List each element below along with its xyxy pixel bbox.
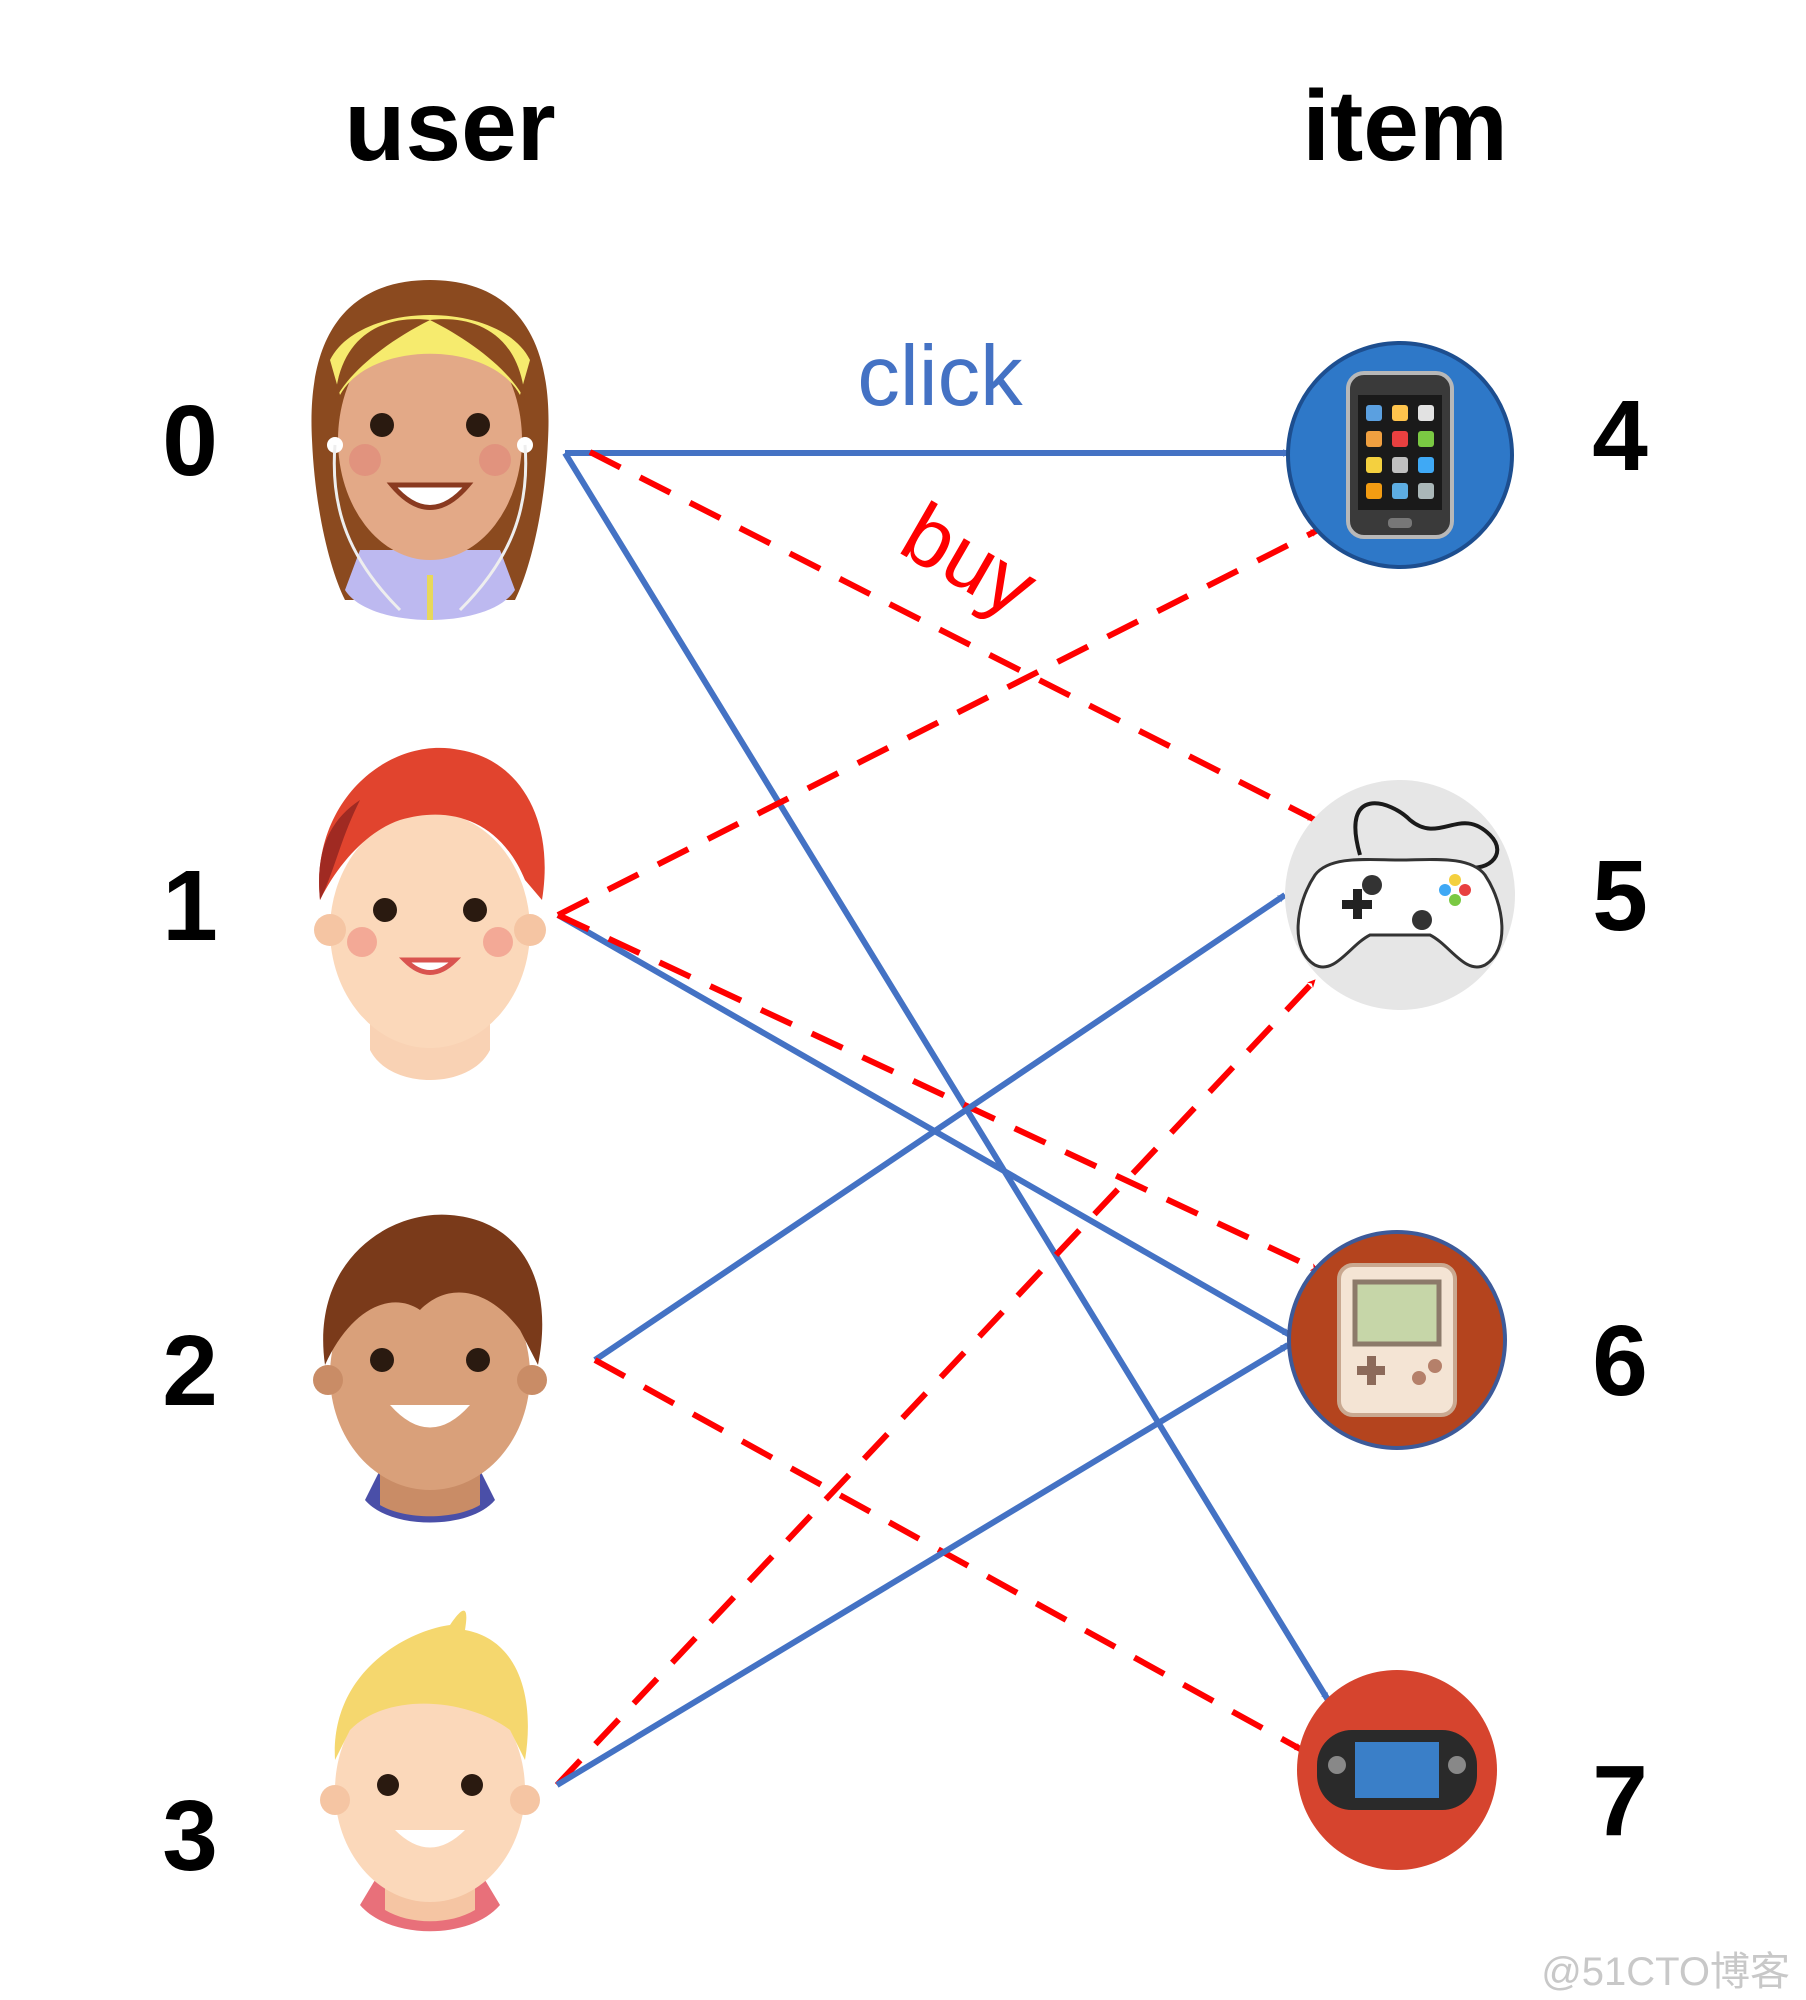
item-number: 4: [1592, 380, 1648, 492]
game-controller-icon: [1285, 780, 1515, 1010]
buy-edge-2-to-7: [593, 1357, 1304, 1753]
click-edge-2-to-5: [593, 892, 1287, 1363]
user-number: 0: [162, 385, 218, 497]
handheld-console-icon: [1297, 1670, 1497, 1870]
click-edge-1-to-6: [556, 912, 1292, 1338]
item-column-header: item: [1302, 70, 1508, 182]
redhair-boy-avatar-icon: [314, 747, 546, 1080]
smartphone-icon: [1286, 341, 1514, 569]
buy-edge-1-to-4: [556, 527, 1320, 918]
item-number: 6: [1592, 1305, 1648, 1417]
click-edge-label: click: [857, 329, 1023, 424]
item-number: 7: [1592, 1745, 1648, 1857]
user-number: 3: [162, 1780, 218, 1892]
click-edge-3-to-6: [555, 1342, 1290, 1788]
buy-edge-1-to-6: [556, 912, 1320, 1273]
user-number: 1: [162, 850, 218, 962]
buy-edge-0-to-5: [588, 449, 1317, 823]
brownhair-boy-avatar-icon: [313, 1214, 547, 1523]
click-edge-0-to-7: [562, 451, 1331, 1702]
watermark-text: @51CTO博客: [1541, 1950, 1790, 1994]
gameboy-icon: [1287, 1230, 1507, 1450]
item-number: 5: [1592, 840, 1648, 952]
edges-layer: [554, 449, 1331, 1788]
user-number: 2: [162, 1315, 218, 1427]
blonde-boy-avatar-icon: [320, 1610, 540, 1932]
user-column-header: user: [344, 70, 555, 182]
buy-edge-3-to-5: [554, 977, 1318, 1788]
girl-headband-avatar-icon: [311, 280, 549, 620]
